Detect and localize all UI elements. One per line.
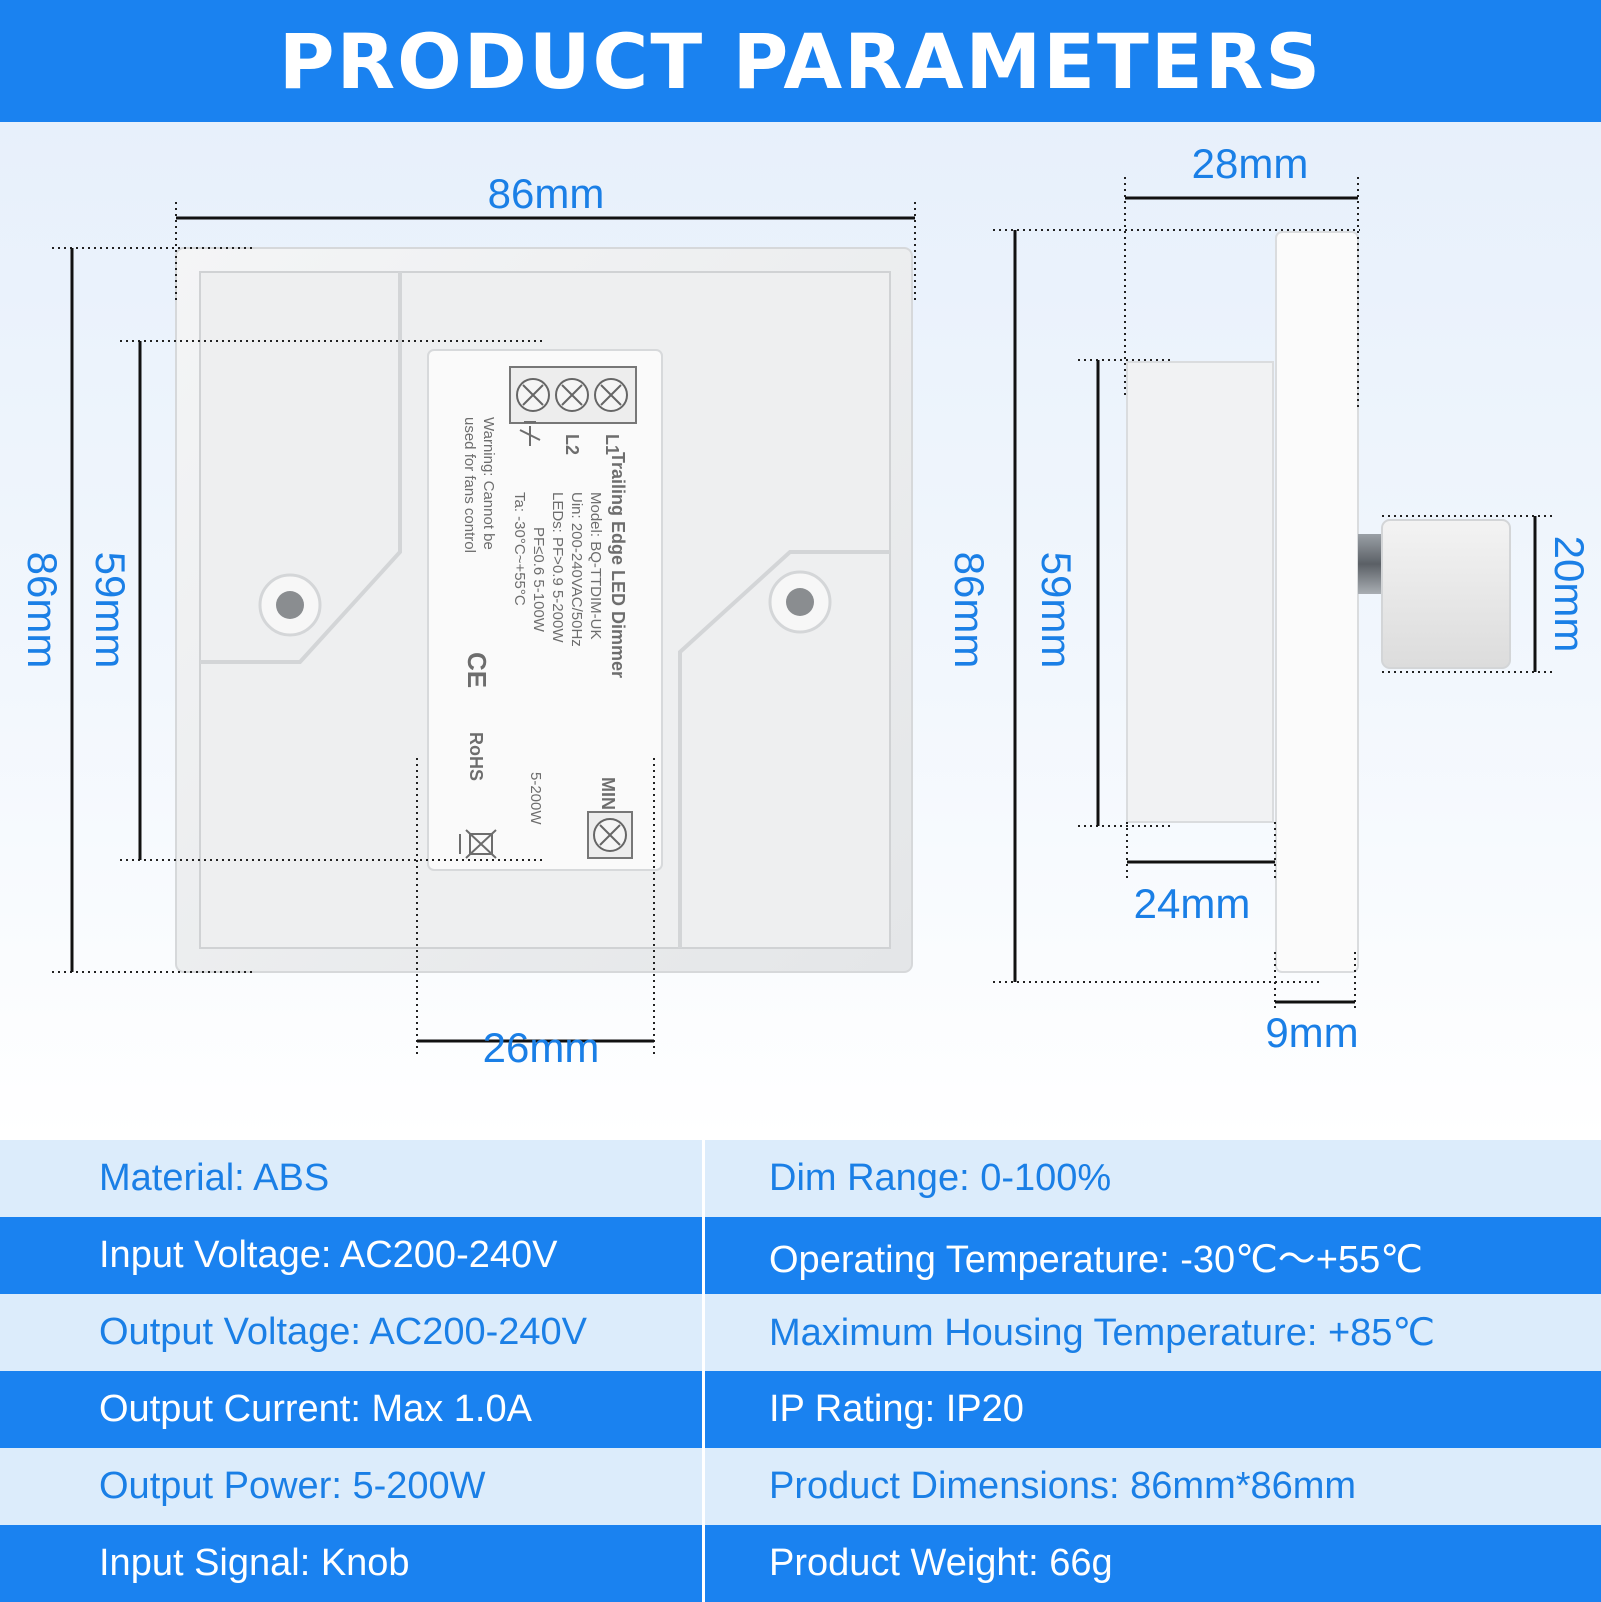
side-view: 28mm 86mm 59mm 24mm 9mm 20mm xyxy=(946,140,1593,1056)
module-pf: PF≤0.6 5-100W xyxy=(530,527,547,633)
spec-row: Input Signal: Knob Product Weight: 66g xyxy=(0,1525,1601,1602)
spec-input-voltage: Input Voltage: AC200-240V xyxy=(0,1217,705,1294)
side-depth-label: 28mm xyxy=(1192,140,1309,187)
module-input: Uin: 200-240VAC/50Hz xyxy=(568,492,585,647)
spec-row: Output Voltage: AC200-240V Maximum Housi… xyxy=(0,1294,1601,1371)
spec-output-power: Output Power: 5-200W xyxy=(0,1448,705,1525)
knob-shaft xyxy=(1358,534,1382,594)
power-rating: 5-200W xyxy=(527,772,544,825)
module-temp: Ta: -30°C~+55°C xyxy=(511,492,528,606)
header-banner: PRODUCT PARAMETERS xyxy=(0,0,1601,122)
module-leds: LEDs: PF>0.9 5-200W xyxy=(549,492,566,643)
front-width-label: 86mm xyxy=(488,170,605,217)
body-depth-label: 24mm xyxy=(1134,880,1251,927)
page-title: PRODUCT PARAMETERS xyxy=(278,16,1323,106)
inner-rib-right xyxy=(678,550,890,948)
dimension-drawing: Trailing Edge LED Dimmer Model: BQ-TTDIM… xyxy=(19,140,1593,1071)
knob-side xyxy=(1381,519,1511,669)
module-warning: Warning: Cannot be xyxy=(480,417,497,550)
spec-housing-temperature: Maximum Housing Temperature: +85℃ xyxy=(769,1312,1436,1354)
inner-height-label: 59mm xyxy=(87,552,134,669)
spec-dim-range: Dim Range: 0-100% xyxy=(769,1157,1112,1199)
spec-row: Output Current: Max 1.0A IP Rating: IP20 xyxy=(0,1371,1601,1448)
spec-row: Input Voltage: AC200-240V Operating Temp… xyxy=(0,1217,1601,1294)
rohs-mark: RoHS xyxy=(466,732,486,781)
spec-product-dimensions: Product Dimensions: 86mm*86mm xyxy=(769,1465,1357,1507)
inner-rib-left xyxy=(200,272,402,664)
terminal-l1: L1 xyxy=(602,434,622,455)
spec-row: Output Power: 5-200W Product Dimensions:… xyxy=(0,1448,1601,1525)
terminal-l2: L2 xyxy=(562,434,582,455)
min-label: MIN xyxy=(598,777,618,810)
spec-operating-temperature: Operating Temperature: -30℃～+55℃ xyxy=(769,1239,1423,1281)
weee-bin-icon xyxy=(459,829,497,859)
spec-input-signal: Input Signal: Knob xyxy=(0,1525,705,1602)
spec-table: Material: ABS Dim Range: 0-100% Input Vo… xyxy=(0,1140,1601,1602)
dimension-diagram: Trailing Edge LED Dimmer Model: BQ-TTDIM… xyxy=(0,122,1601,1140)
ce-mark: CE xyxy=(462,652,492,688)
dimmer-module xyxy=(427,349,663,871)
knob-size-label: 20mm xyxy=(1546,536,1593,653)
plate-side xyxy=(1275,231,1359,973)
spec-ip-rating: IP Rating: IP20 xyxy=(769,1388,1024,1430)
front-view: Trailing Edge LED Dimmer Model: BQ-TTDIM… xyxy=(19,170,916,1071)
spec-row: Material: ABS Dim Range: 0-100% xyxy=(0,1140,1601,1217)
inner-width-label: 26mm xyxy=(483,1024,600,1071)
body-height-label: 59mm xyxy=(1033,552,1080,669)
spec-material: Material: ABS xyxy=(0,1140,705,1217)
module-warning-2: used for fans control xyxy=(461,417,478,553)
spec-output-current: Output Current: Max 1.0A xyxy=(0,1371,705,1448)
side-height-label: 86mm xyxy=(946,552,993,669)
module-model: Model: BQ-TTDIM-UK xyxy=(587,492,604,640)
spec-product-weight: Product Weight: 66g xyxy=(769,1542,1113,1584)
module-body-side xyxy=(1126,361,1274,823)
spec-output-voltage: Output Voltage: AC200-240V xyxy=(0,1294,705,1371)
module-title: Trailing Edge LED Dimmer xyxy=(608,452,628,678)
front-height-label: 86mm xyxy=(19,552,66,669)
plate-depth-label: 9mm xyxy=(1265,1009,1358,1056)
earth-icon xyxy=(519,421,541,446)
